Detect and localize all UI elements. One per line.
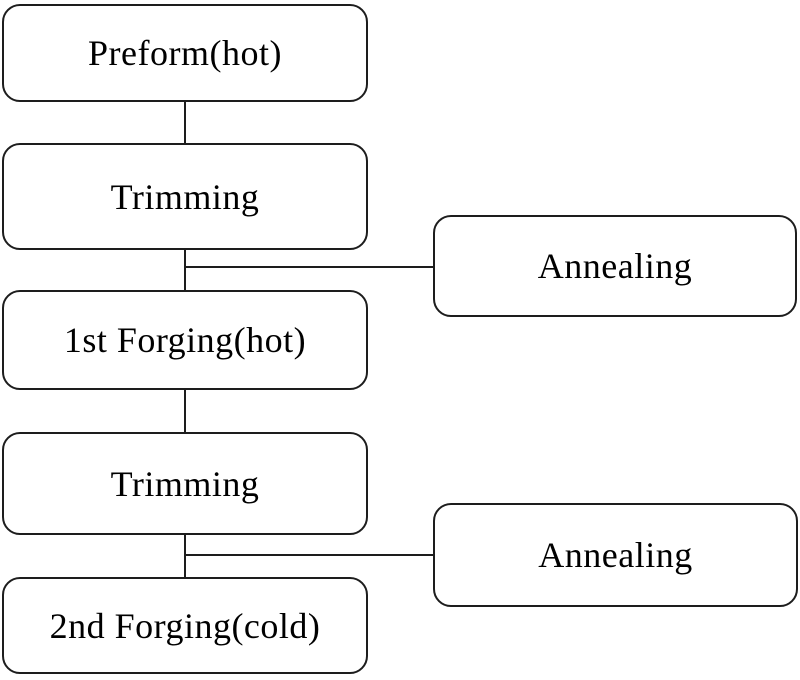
- connector-forging1-to-trimming2: [184, 390, 186, 432]
- node-trimming-2-label: Trimming: [110, 463, 260, 504]
- node-preform-hot: Preform(hot): [2, 4, 368, 102]
- node-1st-forging-hot: 1st Forging(hot): [2, 290, 368, 390]
- node-annealing-1: Annealing: [433, 215, 797, 317]
- connector-branch-to-annealing1: [185, 266, 433, 268]
- connector-branch-to-annealing2: [185, 554, 433, 556]
- node-preform-hot-label: Preform(hot): [88, 33, 282, 73]
- node-2nd-forging-cold: 2nd Forging(cold): [2, 577, 368, 674]
- node-trimming-2: Trimming: [2, 432, 368, 535]
- node-annealing-2-label: Annealing: [538, 535, 693, 575]
- node-1st-forging-hot-label: 1st Forging(hot): [63, 320, 307, 360]
- node-annealing-2: Annealing: [433, 503, 798, 607]
- node-2nd-forging-cold-label: 2nd Forging(cold): [49, 605, 321, 646]
- connector-preform-to-trimming1: [184, 102, 186, 143]
- connector-trimming1-to-forging1: [184, 250, 186, 290]
- node-annealing-1-label: Annealing: [537, 246, 693, 286]
- node-trimming-1: Trimming: [2, 143, 368, 250]
- node-trimming-1-label: Trimming: [110, 176, 260, 217]
- connector-trimming2-to-forging2: [184, 535, 186, 577]
